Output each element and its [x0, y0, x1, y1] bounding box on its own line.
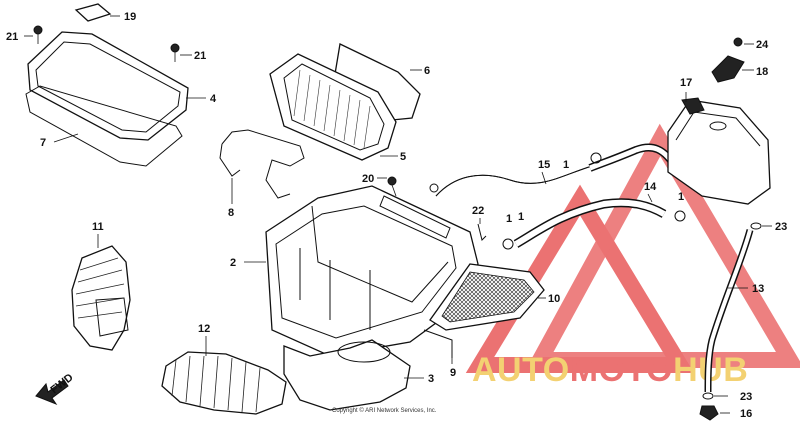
part-hose-lower	[513, 198, 667, 248]
callout-labels: 1921214765820115117241814122123112131012…	[6, 11, 787, 420]
callout-c1b: 1	[678, 191, 684, 203]
part-1-clamps	[429, 152, 686, 250]
part-7-gasket	[25, 85, 183, 167]
callout-c4: 4	[210, 93, 217, 105]
callout-c13: 13	[752, 283, 764, 295]
callout-c1a: 1	[563, 159, 569, 171]
callout-c12: 12	[198, 323, 210, 335]
part-3-lower-duct	[283, 339, 424, 411]
callout-c21a: 21	[6, 31, 18, 43]
callout-c8: 8	[228, 207, 234, 219]
part-4-air-cleaner-cover	[27, 31, 206, 141]
watermark-triangle-inner	[526, 123, 800, 368]
callout-c18: 18	[756, 66, 768, 78]
part-14-drain-hose	[588, 143, 680, 203]
part-17-tank	[667, 92, 771, 205]
callout-c21b: 21	[194, 50, 206, 62]
part-20-bolt	[377, 176, 397, 197]
callout-c2: 2	[230, 257, 236, 269]
part-16-plug	[699, 405, 730, 421]
part-5-filter-element	[269, 53, 398, 161]
callout-c6: 6	[424, 65, 430, 77]
watermark-auto: AUTO	[472, 351, 570, 389]
fwd-label: FWD	[48, 371, 75, 396]
part-12-connecting-tube	[161, 336, 287, 415]
part-10-screen	[429, 263, 546, 331]
part-21-screw-left	[24, 25, 43, 44]
callout-c1d: 1	[506, 213, 512, 225]
callout-c9: 9	[450, 367, 456, 379]
part-15-breather-hose	[435, 165, 593, 197]
part-22-clip	[477, 218, 487, 241]
callout-c22: 22	[472, 205, 484, 217]
callout-c15: 15	[538, 159, 550, 171]
part-21-screw-right	[170, 43, 192, 62]
callout-c23a: 23	[775, 221, 787, 233]
copyright-text: Copyright © ARI Network Services, Inc.	[332, 407, 437, 414]
callout-c1c: 1	[518, 211, 524, 223]
part-8-wire-clip	[219, 129, 305, 204]
callout-c10: 10	[548, 293, 560, 305]
part-18-bracket	[711, 55, 754, 83]
callout-c14: 14	[644, 181, 657, 193]
callout-c5: 5	[400, 151, 406, 163]
part-23-clip-lower	[702, 392, 728, 400]
callout-c17: 17	[680, 77, 692, 89]
watermark-moto: MOTO	[570, 351, 673, 389]
callout-c3: 3	[428, 373, 434, 385]
part-13-drain-tube	[704, 229, 754, 393]
callout-c19: 19	[124, 11, 136, 23]
callout-c20: 20	[362, 173, 374, 185]
fwd-arrow-icon	[35, 379, 69, 406]
callout-c16: 16	[740, 408, 752, 420]
callout-c11: 11	[92, 221, 104, 233]
part-23-clip-upper	[750, 222, 772, 230]
part-24-bolt	[733, 37, 754, 47]
part-11-intake-duct	[71, 234, 131, 351]
watermark-logo: AUTOMOTOHUB	[465, 123, 800, 389]
callout-c23b: 23	[740, 391, 752, 403]
callout-c24: 24	[756, 39, 769, 51]
part-19-label	[74, 3, 120, 22]
part-2-air-cleaner-case	[244, 185, 479, 357]
part-9-frame	[423, 329, 453, 364]
callout-c7: 7	[40, 137, 46, 149]
